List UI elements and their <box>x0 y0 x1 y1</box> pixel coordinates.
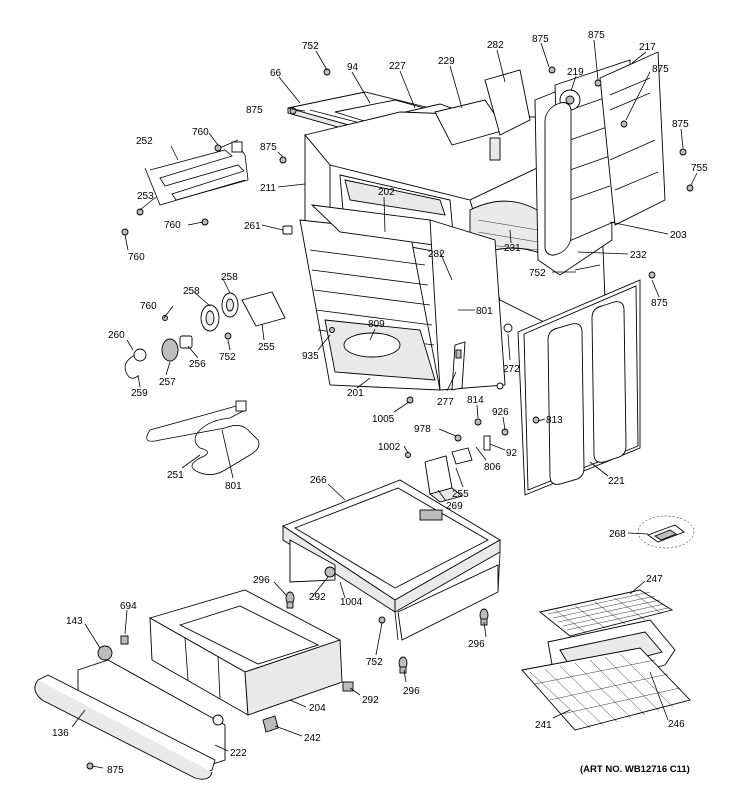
part-label: 221 <box>608 476 625 487</box>
part-label: 926 <box>492 407 509 418</box>
part-label: 92 <box>506 448 518 459</box>
part-label: 255 <box>452 489 469 500</box>
part-label: 204 <box>309 703 326 714</box>
part-label: 258 <box>221 272 238 283</box>
oven-rack-drawing <box>521 647 691 731</box>
rack-clip-drawing <box>637 515 695 549</box>
part-label: 694 <box>120 601 137 612</box>
part-label: 256 <box>189 359 206 370</box>
part-label: 813 <box>546 415 563 426</box>
part-label: 242 <box>304 733 321 744</box>
fastener-drawings <box>279 66 694 465</box>
part-label: 978 <box>414 424 431 435</box>
part-label: 875 <box>532 34 549 45</box>
part-label: 296 <box>468 639 485 650</box>
part-label: 1002 <box>378 442 401 453</box>
part-label: 875 <box>107 765 124 776</box>
part-label: 251 <box>167 470 184 481</box>
part-label: 201 <box>347 388 364 399</box>
bake-element-drawing <box>146 400 260 475</box>
storage-drawer-drawing <box>148 589 343 716</box>
drawer-front-drawing <box>34 659 226 780</box>
part-label: 252 <box>136 136 153 147</box>
part-label: 760 <box>128 252 145 263</box>
part-label: 143 <box>66 616 83 627</box>
part-label: 292 <box>362 695 379 706</box>
part-label: 760 <box>164 220 181 231</box>
part-label: 261 <box>244 221 261 232</box>
part-label: 241 <box>535 720 552 731</box>
part-label: 809 <box>368 319 385 330</box>
drawer-bracket-drawing <box>424 455 463 503</box>
part-label: 292 <box>309 592 326 603</box>
part-label: 231 <box>504 243 521 254</box>
part-label: 875 <box>246 105 263 116</box>
part-label: 211 <box>260 183 276 194</box>
door-hinge-drawing <box>451 323 513 391</box>
part-label: 258 <box>183 286 200 297</box>
part-label: 247 <box>646 574 663 585</box>
part-label: 66 <box>270 68 282 79</box>
part-label: 255 <box>258 342 275 353</box>
part-label: 1004 <box>340 597 363 608</box>
part-label: 752 <box>219 352 236 363</box>
part-label: 202 <box>378 187 395 198</box>
part-label: 94 <box>347 62 359 73</box>
part-label: 752 <box>529 268 546 279</box>
part-label: 814 <box>467 395 484 406</box>
part-label: 222 <box>230 748 247 759</box>
part-label: 875 <box>651 298 668 309</box>
part-label: 219 <box>567 67 584 78</box>
part-label: 266 <box>310 475 327 486</box>
part-label: 217 <box>639 42 656 53</box>
part-label: 253 <box>137 191 154 202</box>
part-label: 760 <box>140 301 157 312</box>
part-label: 801 <box>225 481 242 492</box>
part-label: 755 <box>691 163 708 174</box>
part-label: 935 <box>302 351 319 362</box>
lower-fastener-drawings <box>86 591 489 770</box>
part-label: 203 <box>670 230 687 241</box>
drawer-support-frame-drawing <box>282 479 501 641</box>
part-label: 806 <box>484 462 501 473</box>
part-label: 875 <box>588 30 605 41</box>
part-label: 875 <box>672 119 689 130</box>
part-label: 260 <box>108 330 125 341</box>
part-label: 875 <box>652 64 669 75</box>
back-cover-drawing <box>599 51 666 226</box>
part-label: 269 <box>446 501 463 512</box>
part-label: 272 <box>503 364 520 375</box>
part-label: 259 <box>131 388 148 399</box>
part-label: 282 <box>487 40 504 51</box>
part-label: 282 <box>428 249 445 260</box>
part-label: 801 <box>476 306 493 317</box>
part-label: 875 <box>260 142 277 153</box>
part-label: 246 <box>668 719 685 730</box>
leader-lines <box>71 39 698 769</box>
part-label: 229 <box>438 56 455 67</box>
flue-drawing <box>434 69 581 161</box>
part-label: 257 <box>159 377 176 388</box>
oven-door-panel-drawing <box>517 102 641 496</box>
oven-cavity-drawing <box>299 204 506 391</box>
part-label: 752 <box>302 41 319 52</box>
part-label: 1005 <box>372 414 395 425</box>
art-number-caption: (ART NO. WB12716 C11) <box>580 764 690 775</box>
broil-element-drawing <box>144 139 249 206</box>
part-label: 268 <box>609 529 626 540</box>
part-label: 752 <box>366 657 383 668</box>
part-label: 296 <box>403 686 420 697</box>
part-label: 232 <box>630 250 647 261</box>
part-label: 136 <box>52 728 69 739</box>
part-label: 296 <box>253 575 270 586</box>
left-small-parts-drawing <box>121 144 293 379</box>
part-label: 227 <box>389 61 406 72</box>
part-label: 277 <box>437 397 454 408</box>
part-label: 760 <box>192 127 209 138</box>
part-number-labels: 752 66 94 227 229 282 875 875 219 217 87… <box>52 30 708 776</box>
